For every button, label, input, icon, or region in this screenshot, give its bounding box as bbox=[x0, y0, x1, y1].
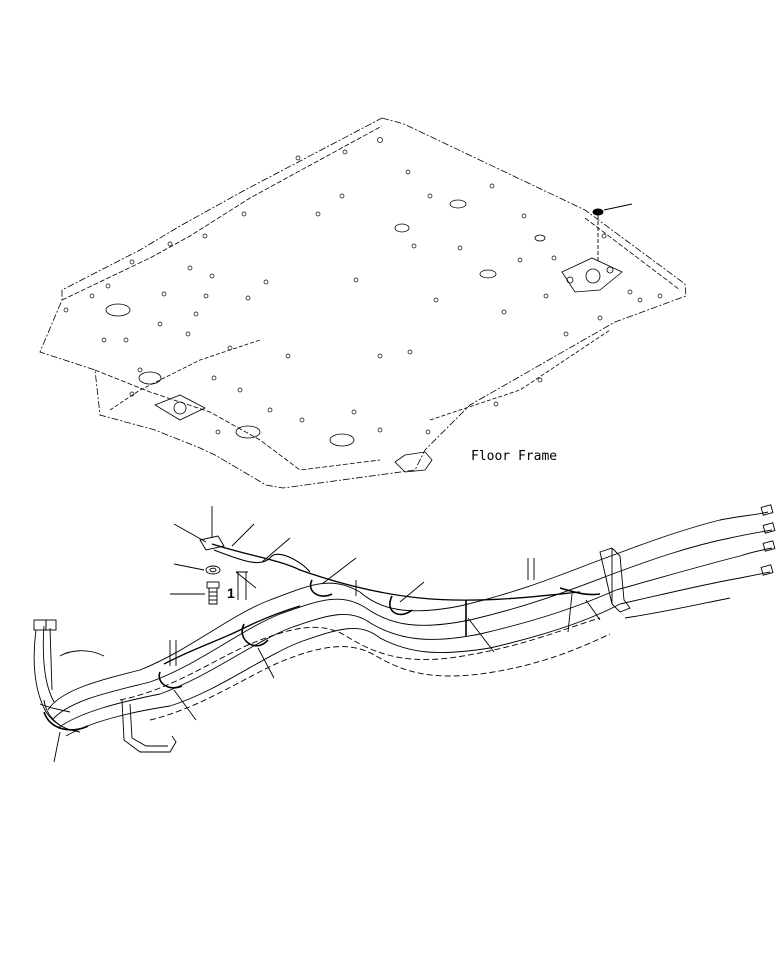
hardware-parts bbox=[199, 506, 225, 605]
hose-assembly bbox=[33, 504, 776, 753]
grommet-part bbox=[592, 203, 633, 262]
callout-number-1: 1 bbox=[227, 585, 235, 601]
leader-lines bbox=[53, 523, 601, 763]
floor-frame-label: Floor Frame bbox=[471, 449, 557, 464]
floor-frame-holes bbox=[63, 137, 663, 435]
floor-frame bbox=[39, 117, 687, 489]
